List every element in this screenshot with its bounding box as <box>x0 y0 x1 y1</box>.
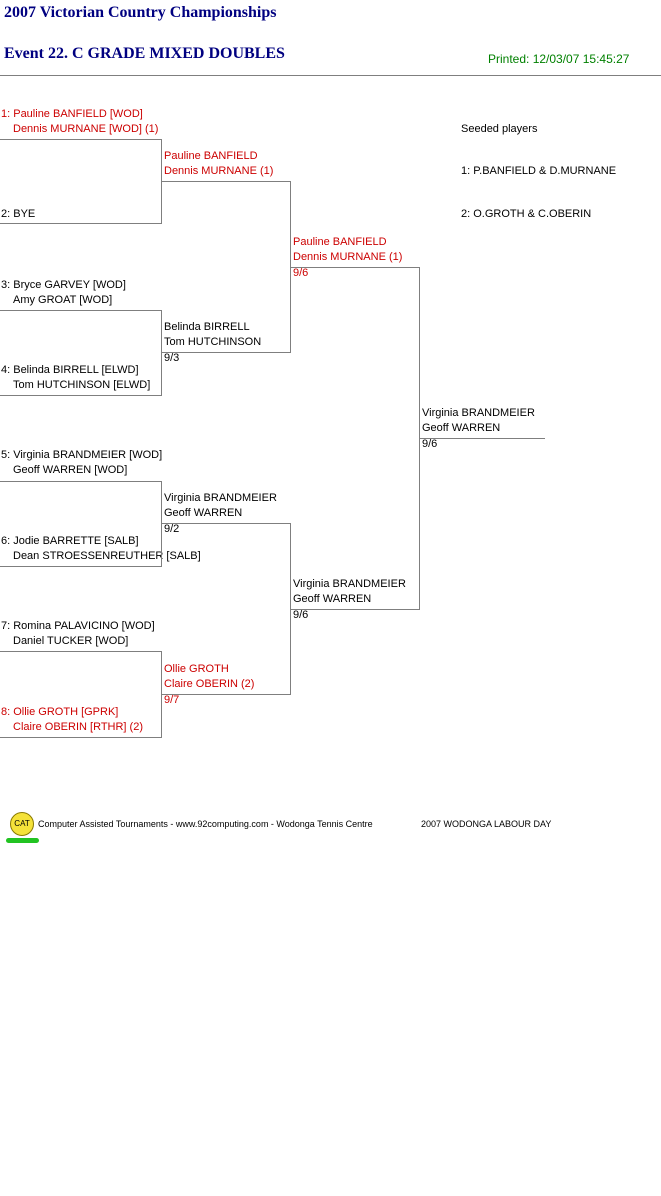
r2-entry-4-score: 9/7 <box>164 694 180 706</box>
r1-entry-3-line1: 3: Bryce GARVEY [WOD] <box>1 279 126 291</box>
bracket-line <box>161 352 290 353</box>
bracket-line <box>161 181 290 182</box>
r2-entry-1-line1: Pauline BANFIELD <box>164 150 258 162</box>
bracket-line <box>161 481 162 567</box>
bracket-line <box>161 523 290 524</box>
printed-timestamp: Printed: 12/03/07 15:45:27 <box>488 52 630 66</box>
r3-entry-2-score: 9/6 <box>293 609 309 621</box>
bracket-line <box>0 139 161 140</box>
r1-entry-4-line1: 4: Belinda BIRRELL [ELWD] <box>1 364 139 376</box>
bracket-line <box>0 395 161 396</box>
seed-entry: 2: O.GROTH & C.OBERIN <box>461 208 592 220</box>
r1-entry-3-line2: Amy GROAT [WOD] <box>13 294 113 306</box>
r2-entry-4-line1: Ollie GROTH <box>164 663 229 675</box>
r1-entry-5-line1: 5: Virginia BRANDMEIER [WOD] <box>1 449 163 461</box>
footer-credit: Computer Assisted Tournaments - www.92co… <box>38 819 373 829</box>
header-divider <box>0 75 661 76</box>
bracket-line <box>0 223 161 224</box>
bracket-line <box>0 566 161 567</box>
bracket-line <box>419 438 545 439</box>
bracket-line <box>290 267 419 268</box>
r2-entry-2-line1: Belinda BIRRELL <box>164 321 250 333</box>
bracket-line <box>161 310 162 396</box>
bracket-line <box>0 737 161 738</box>
r3-entry-1-score: 9/6 <box>293 267 309 279</box>
r1-entry-4-line2: Tom HUTCHINSON [ELWD] <box>13 379 151 391</box>
r3-entry-1-line1: Pauline BANFIELD <box>293 236 387 248</box>
r1-entry-8-line1: 8: Ollie GROTH [GPRK] <box>1 706 119 718</box>
seeds-title: Seeded players <box>461 123 538 135</box>
r1-entry-8-line2: Claire OBERIN [RTHR] (2) <box>13 721 143 733</box>
r3-entry-2-line1: Virginia BRANDMEIER <box>293 578 406 590</box>
seed-entry: 1: P.BANFIELD & D.MURNANE <box>461 165 617 177</box>
r1-entry-6-line1: 6: Jodie BARRETTE [SALB] <box>1 535 139 547</box>
r2-entry-3-line1: Virginia BRANDMEIER <box>164 492 277 504</box>
bracket-line <box>0 651 161 652</box>
r2-entry-1-line2: Dennis MURNANE (1) <box>164 165 274 177</box>
r3-entry-2-line2: Geoff WARREN <box>293 593 372 605</box>
final-score: 9/6 <box>422 438 438 450</box>
bracket-line <box>161 694 290 695</box>
r1-entry-6-line2: Dean STROESSENREUTHER [SALB] <box>13 550 201 562</box>
bracket-line <box>0 310 161 311</box>
final-winner-line1: Virginia BRANDMEIER <box>422 407 535 419</box>
r2-entry-3-line2: Geoff WARREN <box>164 507 243 519</box>
r1-entry-5-line2: Geoff WARREN [WOD] <box>13 464 128 476</box>
final-winner-line2: Geoff WARREN <box>422 422 501 434</box>
r3-entry-1-line2: Dennis MURNANE (1) <box>293 251 403 263</box>
r1-entry-7-line2: Daniel TUCKER [WOD] <box>13 635 129 647</box>
r1-entry-1-line1: 1: Pauline BANFIELD [WOD] <box>1 108 143 120</box>
logo-underline <box>6 838 39 843</box>
bracket-line <box>0 481 161 482</box>
footer-tournament: 2007 WODONGA LABOUR DAY <box>421 819 552 829</box>
r2-entry-2-line2: Tom HUTCHINSON <box>164 336 262 348</box>
event-title: Event 22. C GRADE MIXED DOUBLES <box>4 45 285 62</box>
r1-entry-2-line1: 2: BYE <box>1 208 36 220</box>
bracket-line <box>290 609 419 610</box>
r2-entry-4-line2: Claire OBERIN (2) <box>164 678 255 690</box>
r2-entry-2-score: 9/3 <box>164 352 180 364</box>
r1-entry-1-line2: Dennis MURNANE [WOD] (1) <box>13 123 159 135</box>
r1-entry-7-line1: 7: Romina PALAVICINO [WOD] <box>1 620 155 632</box>
r2-entry-3-score: 9/2 <box>164 523 180 535</box>
championship-title: 2007 Victorian Country Championships <box>4 4 277 21</box>
cat-logo-icon: CAT <box>10 812 34 836</box>
